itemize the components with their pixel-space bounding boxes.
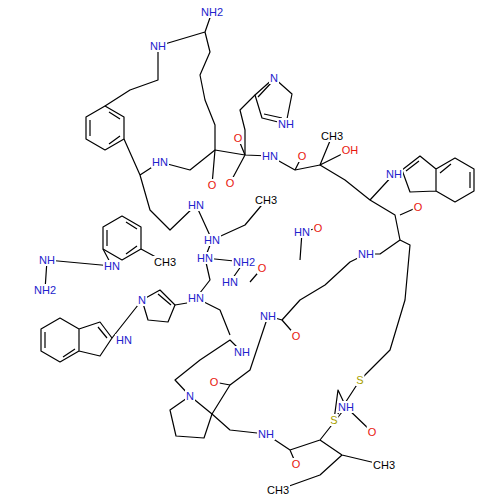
atom-label: HN: [203, 234, 221, 246]
atom-label: NH: [385, 168, 403, 180]
atom-label: NH: [357, 248, 375, 260]
phenyl-ring: [103, 216, 141, 260]
atom-label: N: [185, 390, 195, 402]
atom-label: NH: [38, 254, 56, 266]
side-chain: [158, 12, 255, 155]
atom-label: S: [355, 374, 364, 386]
atom-label: O: [291, 458, 302, 470]
atom-label: O: [257, 262, 268, 274]
atom-label: NH2: [33, 284, 57, 296]
backbone: [212, 240, 410, 464]
atom-label: S: [329, 414, 338, 426]
atom-label: O: [225, 177, 236, 189]
atom-label: HN: [187, 292, 205, 304]
atom-label: HN: [187, 199, 205, 211]
atom-label: CH3: [254, 194, 278, 206]
phenyl-ring: [86, 106, 124, 150]
atom-label: O: [233, 132, 244, 144]
atom-label: HN: [103, 260, 121, 272]
atom-label: CH3: [266, 484, 290, 496]
side-chain: [212, 136, 394, 240]
atom-label: NH: [337, 401, 355, 413]
atom-label: O: [291, 330, 302, 342]
atom-label: HN: [221, 276, 239, 288]
atom-label: HN: [293, 226, 311, 238]
atom-label: O: [313, 222, 324, 234]
atom-label: NH: [233, 346, 251, 358]
atom-label: NH: [257, 428, 275, 440]
atom-label: HN: [151, 156, 169, 168]
indole-ring: [41, 318, 112, 362]
atom-label: NH: [259, 310, 277, 322]
atom-label: O: [297, 150, 308, 162]
side-chain: [45, 249, 205, 338]
atom-label: O: [367, 426, 378, 438]
atom-label: HN: [261, 150, 279, 162]
atom-label: CH3: [372, 459, 396, 471]
atom-label: HN: [196, 252, 214, 264]
atom-label: NH: [149, 40, 167, 52]
indole-ring: [402, 156, 474, 202]
proline-ring: [170, 396, 212, 438]
atom-label: CH3: [153, 256, 177, 268]
atom-label: O: [413, 201, 424, 213]
side-chain: [278, 440, 384, 490]
atom-label: OH: [341, 144, 360, 156]
atom-label: HN: [115, 334, 133, 346]
atom-label: NH: [277, 118, 295, 130]
backbone: [105, 46, 400, 414]
atom-label: O: [207, 179, 218, 191]
atom-label: N: [137, 294, 147, 306]
atom-label: N: [269, 72, 279, 84]
atom-label: NH2: [200, 6, 224, 18]
atom-label: O: [209, 376, 220, 388]
atom-label: NH2: [232, 256, 256, 268]
atom-label: CH3: [320, 130, 344, 142]
